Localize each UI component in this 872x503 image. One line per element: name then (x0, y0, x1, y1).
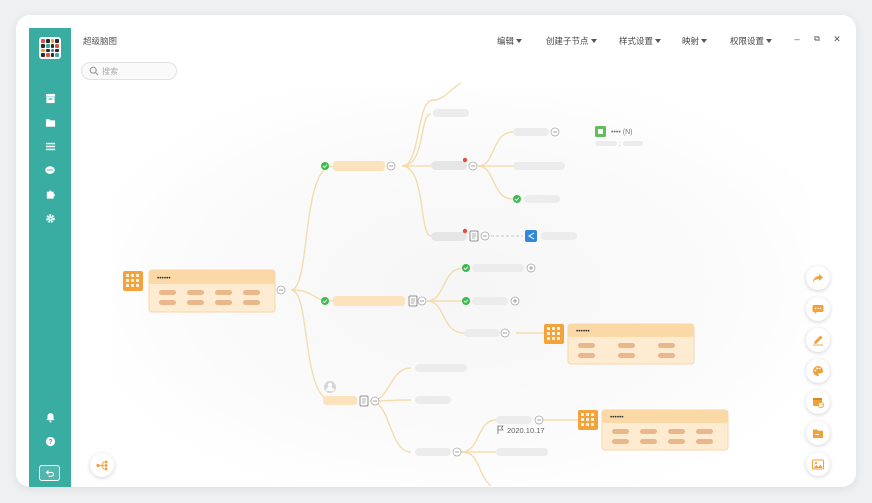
list-icon[interactable] (42, 138, 58, 154)
mind-map-layout-icon (95, 460, 107, 470)
folder-icon[interactable] (42, 114, 58, 130)
branch-3[interactable]: 2020.10.17 •••••• (323, 364, 729, 457)
link-node-title: •••• (N) (611, 129, 632, 136)
minimize-button[interactable]: – (794, 34, 800, 44)
note-icon (359, 395, 369, 407)
caret-down-icon (701, 39, 708, 43)
title-bar: 超级脑图 编辑 创建子节点 样式设置 映射 权限设置 – ⧉ ✕ (71, 28, 843, 54)
note-icon (469, 230, 479, 242)
layout-button[interactable] (90, 453, 114, 477)
bell-icon[interactable] (42, 409, 58, 425)
menu-mapping-label: 映射 (682, 36, 700, 46)
share-arrow-icon (813, 273, 823, 283)
menu-permission[interactable]: 权限设置 (730, 35, 773, 47)
close-button[interactable]: ✕ (833, 34, 841, 44)
search-input[interactable] (102, 65, 172, 77)
search-icon (89, 66, 99, 76)
help-icon[interactable]: ? (42, 433, 58, 449)
archive-icon[interactable] (42, 90, 58, 106)
back-icon[interactable] (39, 465, 60, 481)
app-title: 超级脑图 (83, 36, 118, 46)
mind-map-canvas: •••••• •••• (N) : (123, 82, 729, 487)
mid-card-title: •••••• (576, 328, 590, 335)
caret-down-icon (766, 39, 773, 43)
menu-edit-label: 编辑 (497, 36, 515, 46)
caret-down-icon (655, 39, 662, 43)
menu-mapping[interactable]: 映射 (682, 35, 708, 47)
edit-button[interactable] (806, 328, 830, 352)
chat-icon[interactable] (42, 162, 58, 178)
menu-edit[interactable]: 编辑 (497, 35, 523, 47)
main-area: 超级脑图 编辑 创建子节点 样式设置 映射 权限设置 – ⧉ ✕ (71, 28, 843, 487)
caret-down-icon (516, 39, 523, 43)
branch-2[interactable]: •••••• (321, 263, 695, 365)
menu-style[interactable]: 样式设置 (619, 35, 662, 47)
gear-icon[interactable] (42, 210, 58, 226)
menu-create-child[interactable]: 创建子节点 (546, 35, 597, 47)
comment-button[interactable] (806, 297, 830, 321)
folder-button[interactable] (806, 421, 830, 445)
menu-style-label: 样式设置 (619, 36, 654, 46)
root-node-title: •••••• (157, 275, 171, 282)
link-node-separator: : (619, 142, 621, 148)
palette-button[interactable] (806, 359, 830, 383)
app-frame: ? 超级脑图 编辑 创建子节点 样式设置 映射 权限设置 – ⧉ ✕ (16, 15, 856, 487)
menu-permission-label: 权限设置 (730, 36, 765, 46)
share-button[interactable] (806, 266, 830, 290)
image-icon (812, 459, 824, 469)
svg-text:?: ? (48, 438, 52, 445)
folder-icon (813, 429, 823, 438)
schedule-button[interactable] (806, 390, 830, 414)
branch-1[interactable]: •••• (N) : (321, 109, 643, 242)
share-node-icon (525, 230, 537, 242)
calendar-clock-icon (813, 398, 824, 408)
comment-icon (812, 304, 824, 314)
menu-create-child-label: 创建子节点 (546, 36, 589, 46)
sidebar: ? (29, 28, 71, 487)
bottom-card-title: •••••• (610, 414, 624, 421)
pencil-icon (813, 335, 823, 346)
root-node[interactable]: •••••• (123, 269, 276, 313)
restore-button[interactable]: ⧉ (814, 34, 820, 43)
search-box[interactable] (81, 62, 177, 80)
caret-down-icon (590, 39, 597, 43)
palette-icon (813, 366, 824, 376)
app-logo (39, 37, 61, 59)
flag-date: 2020.10.17 (507, 426, 545, 435)
puzzle-icon[interactable] (42, 186, 58, 202)
note-icon (408, 295, 418, 307)
image-button[interactable] (806, 452, 830, 476)
